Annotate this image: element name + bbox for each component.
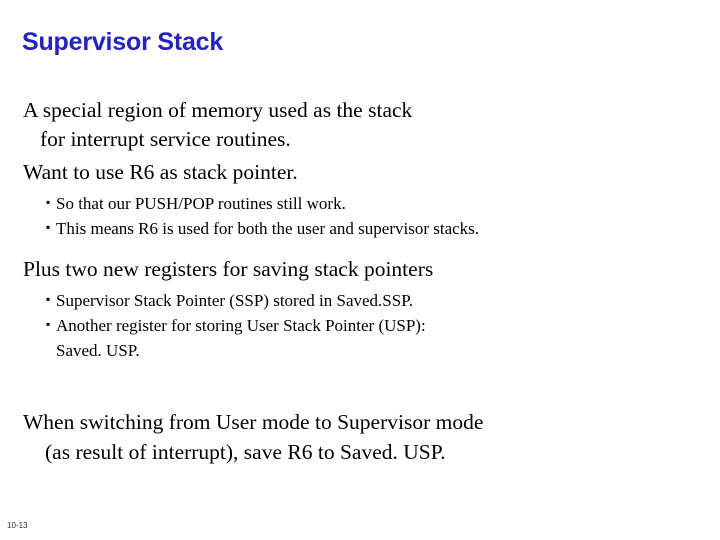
list-item: ▪ Another register for storing User Stac… (0, 313, 720, 363)
square-bullet-icon: ▪ (46, 195, 51, 209)
square-bullet-icon: ▪ (46, 292, 51, 306)
list-item: ▪ So that our PUSH/POP routines still wo… (0, 191, 720, 216)
paragraph-plus-two-registers: Plus two new registers for saving stack … (0, 255, 720, 284)
paragraph-line: A special region of memory used as the s… (23, 98, 413, 122)
paragraph-want-r6: Want to use R6 as stack pointer. (0, 158, 720, 187)
list-item-label: Supervisor Stack Pointer (SSP) stored in… (56, 291, 414, 310)
page-number: 10-13 (7, 521, 28, 530)
spacer (0, 363, 720, 407)
paragraph-line: Plus two new registers for saving stack … (23, 257, 434, 281)
square-bullet-icon: ▪ (46, 220, 51, 234)
list-item-label: So that our PUSH/POP routines still work… (56, 194, 346, 213)
square-bullet-icon: ▪ (46, 317, 51, 331)
list-item-text-continuation: Saved. USP. (56, 341, 140, 360)
list-item-label: Another register for storing User Stack … (56, 313, 720, 363)
page-title: Supervisor Stack (22, 28, 224, 56)
list-item: ▪ Supervisor Stack Pointer (SSP) stored … (0, 288, 720, 313)
paragraph-line: When switching from User mode to Supervi… (23, 410, 484, 434)
paragraph-line: Want to use R6 as stack pointer. (23, 160, 298, 184)
slide-body: A special region of memory used as the s… (0, 96, 720, 467)
paragraph-line-continuation: (as result of interrupt), save R6 to Sav… (45, 440, 446, 464)
paragraph-when-switching: When switching from User mode to Supervi… (0, 407, 720, 467)
spacer (0, 241, 720, 255)
paragraph-special-region: A special region of memory used as the s… (0, 96, 720, 154)
paragraph-line-continuation: for interrupt service routines. (40, 127, 291, 151)
list-item-text: Another register for storing User Stack … (56, 316, 426, 335)
list-item-label: This means R6 is used for both the user … (56, 219, 480, 238)
list-item: ▪ This means R6 is used for both the use… (0, 216, 720, 241)
